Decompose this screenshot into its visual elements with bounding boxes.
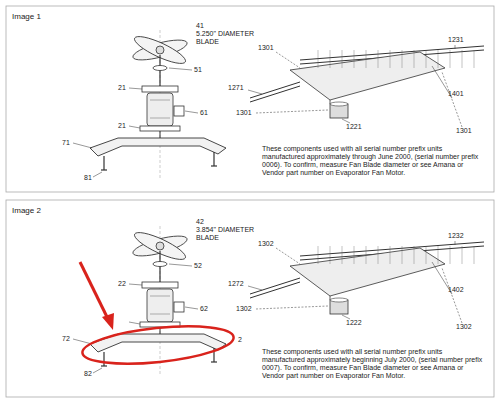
callout-number: 62 — [200, 305, 208, 313]
callout-number: 1271 — [228, 84, 244, 92]
callout-number: 1302 — [236, 305, 252, 313]
callout-number: 72 — [62, 335, 70, 343]
callout-number: 21 — [118, 84, 126, 92]
callout-number: 1231 — [448, 36, 464, 44]
callout-number: 1221 — [346, 123, 362, 131]
callout-number: 51 — [194, 66, 202, 74]
highlight-ellipse — [81, 320, 236, 370]
callout-number: 42 — [196, 218, 204, 226]
panel-title: Image 2 — [12, 206, 41, 215]
callout-number: 61 — [200, 109, 208, 117]
callout-number: 1301 — [456, 127, 472, 135]
callout-number: 1302 — [456, 323, 472, 331]
fan-assembly — [73, 30, 226, 180]
note-text: These components used with all serial nu… — [262, 145, 486, 177]
callout-number: 21 — [118, 122, 126, 130]
panel-title: Image 1 — [12, 12, 41, 21]
callout-number: 1232 — [448, 232, 464, 240]
callout-number: 1301 — [258, 44, 274, 52]
note-text: These components used with all serial nu… — [262, 348, 486, 380]
callout-number: 1301 — [236, 109, 252, 117]
callout-number: 1222 — [346, 319, 362, 327]
callout-number: 52 — [194, 262, 202, 270]
panel-frame — [6, 200, 494, 397]
callout-number: 1272 — [228, 280, 244, 288]
callout-number: 22 — [118, 280, 126, 288]
evaporator-tubes — [310, 246, 480, 264]
callout-number: 81 — [84, 174, 92, 182]
highlight-arrow — [80, 262, 114, 330]
dimension-text: 3.854" DIAMETER — [196, 226, 254, 234]
dimension-text: 5.250" DIAMETER — [196, 30, 254, 38]
evaporator-tubes — [310, 50, 480, 68]
callout-number: 1402 — [448, 286, 464, 294]
callout-number: 1302 — [258, 240, 274, 248]
evaporator-assembly — [248, 45, 484, 127]
dimension-text: BLADE — [196, 38, 219, 46]
callout-number: 41 — [196, 22, 204, 30]
panel-frame — [6, 6, 494, 192]
callout-number: 71 — [62, 139, 70, 147]
dimension-text: BLADE — [196, 234, 219, 242]
callout-number: 82 — [84, 370, 92, 378]
evaporator-assembly — [248, 241, 484, 323]
callout-number: 1401 — [448, 90, 464, 98]
callout-number: 2 — [238, 336, 242, 344]
